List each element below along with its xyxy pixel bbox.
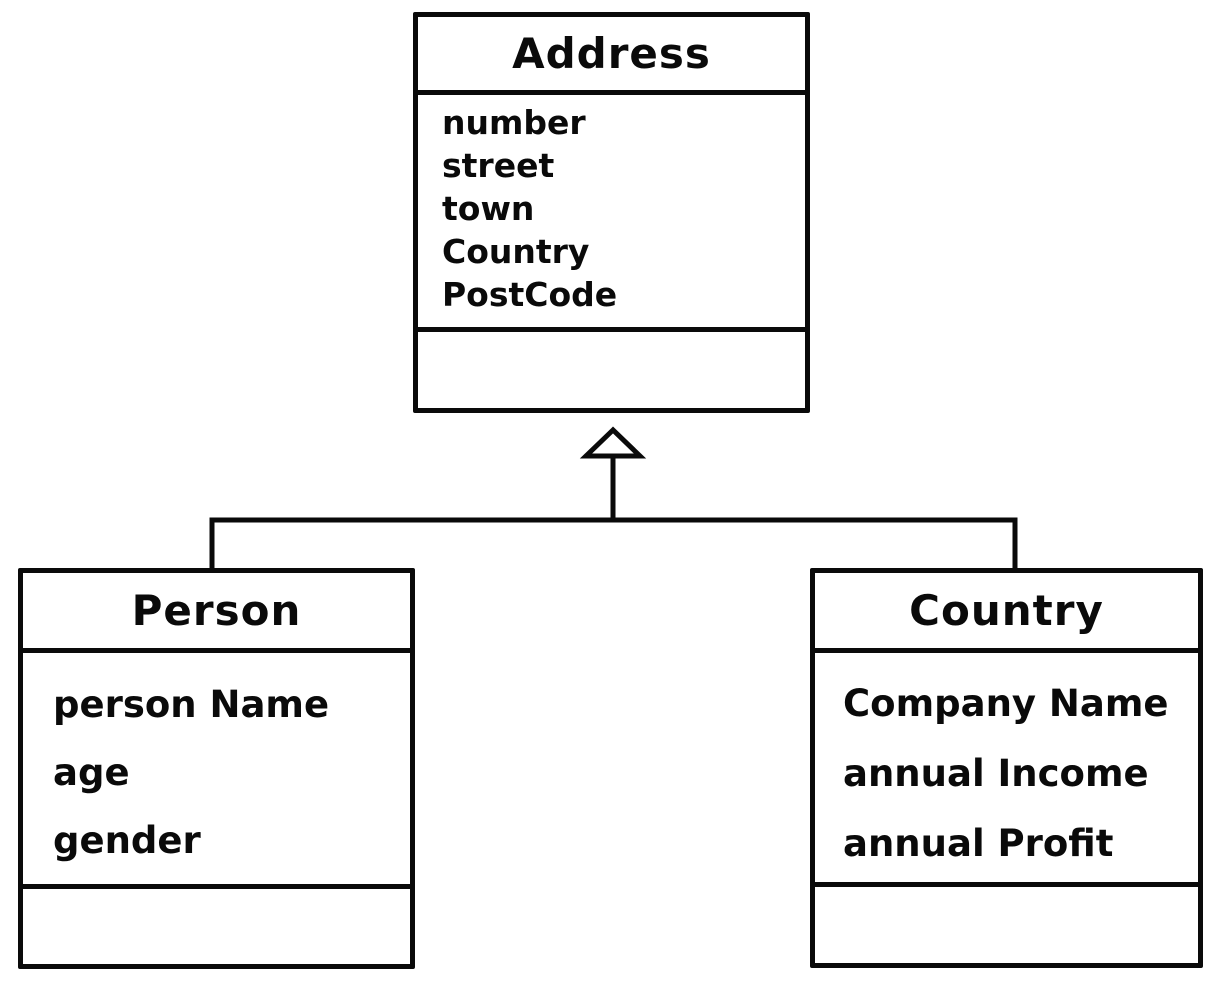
attribute-item: Country <box>442 232 590 271</box>
attributes-compartment-country: Company Name annual Income annual Profit <box>815 653 1198 887</box>
attribute-item: gender <box>53 819 201 862</box>
class-title-country: Country <box>815 573 1198 653</box>
attribute-item: annual Profit <box>843 822 1114 865</box>
class-title-address: Address <box>418 17 805 95</box>
methods-compartment-country <box>815 887 1198 963</box>
attributes-compartment-person: person Name age gender <box>23 653 410 889</box>
attribute-item: PostCode <box>442 275 618 314</box>
attribute-item: age <box>53 751 130 794</box>
class-box-address: Address number street town Country PostC… <box>413 12 810 413</box>
attribute-item: annual Income <box>843 752 1149 795</box>
methods-compartment-person <box>23 889 410 964</box>
class-box-person: Person person Name age gender <box>18 568 415 969</box>
methods-compartment-address <box>418 332 805 408</box>
attribute-item: Company Name <box>843 682 1169 725</box>
class-box-country: Country Company Name annual Income annua… <box>810 568 1203 968</box>
attributes-compartment-address: number street town Country PostCode <box>418 95 805 332</box>
inheritance-triangle-icon <box>579 426 647 459</box>
attribute-item: number <box>442 103 586 142</box>
attribute-item: street <box>442 146 555 185</box>
class-title-person: Person <box>23 573 410 653</box>
attribute-item: town <box>442 189 535 228</box>
attribute-item: person Name <box>53 683 330 726</box>
